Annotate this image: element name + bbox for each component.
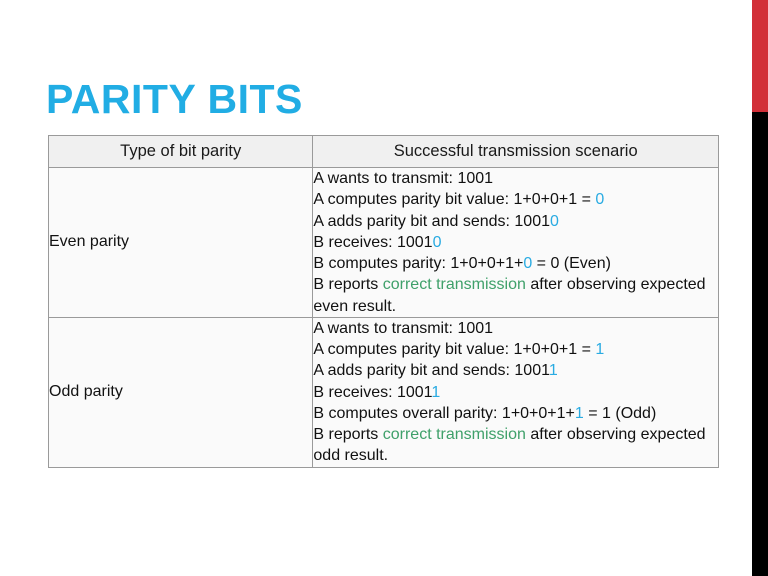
scenario-line: A adds parity bit and sends: 10011 — [313, 360, 718, 381]
column-header-scenario: Successful transmission scenario — [312, 135, 719, 168]
column-header-type: Type of bit parity — [47, 135, 314, 168]
parity-comparison-table: Type of bit parity Successful transmissi… — [47, 135, 719, 468]
scenario-line: A wants to transmit: 1001 — [313, 318, 718, 339]
scenario-text: A computes parity bit value: 1+0+0+1 = — [313, 191, 596, 209]
scenario-text: B reports — [313, 426, 383, 444]
scenario-text: B receives: 1001 — [313, 383, 432, 401]
correct-transmission-text: correct transmission — [382, 276, 526, 294]
scenario-text: B computes overall parity: 1+0+0+1+ — [313, 404, 575, 422]
scenario-line: B computes overall parity: 1+0+0+1+1 = 1… — [313, 403, 718, 424]
scenario-line: A adds parity bit and sends: 10010 — [313, 211, 718, 232]
scenario-line: B receives: 10010 — [313, 232, 718, 253]
scenario-line: B receives: 10011 — [313, 382, 718, 403]
scenario-line: A computes parity bit value: 1+0+0+1 = 1 — [313, 339, 718, 360]
scenario-text: B computes parity: 1+0+0+1+ — [313, 255, 524, 273]
table-header-row: Type of bit parity Successful transmissi… — [47, 135, 719, 168]
scenario-line: B reports correct transmission after obs… — [313, 274, 718, 317]
decorative-red-bar — [752, 0, 768, 112]
parity-bit-value: 0 — [523, 255, 533, 273]
scenario-text: after observing expected odd result. — [313, 426, 706, 465]
scenario-text: = 1 (Odd) — [583, 404, 657, 422]
scenario-line: B reports correct transmission after obs… — [313, 424, 718, 467]
parity-bit-value: 0 — [432, 233, 442, 251]
scenario-text: B receives: 1001 — [313, 233, 433, 251]
parity-bit-value: 0 — [595, 191, 605, 209]
decorative-black-bar — [752, 112, 768, 576]
scenario-text: B reports — [313, 276, 383, 294]
parity-type-label: Even parity — [47, 167, 314, 318]
scenario-line: A computes parity bit value: 1+0+0+1 = 0 — [313, 189, 718, 210]
scenario-line: A wants to transmit: 1001 — [313, 168, 718, 189]
transmission-scenario-cell: A wants to transmit: 1001 A computes pari… — [312, 316, 719, 468]
transmission-scenario-cell: A wants to transmit: 1001 A computes pari… — [312, 167, 719, 318]
parity-bit-value: 0 — [550, 212, 559, 230]
page-title: PARITY BITS — [46, 76, 303, 122]
scenario-text: A computes parity bit value: 1+0+0+1 = — [313, 341, 596, 359]
table-header: Type of bit parity Successful transmissi… — [47, 135, 719, 168]
scenario-text: after observing expected even result. — [313, 276, 706, 315]
parity-bit-value: 1 — [595, 341, 605, 359]
scenario-text: = 0 (Even) — [532, 255, 611, 273]
scenario-line: B computes parity: 1+0+0+1+0 = 0 (Even) — [313, 253, 718, 274]
scenario-text: A wants to transmit: 1001 — [313, 319, 494, 337]
scenario-text: A adds parity bit and sends: 1001 — [313, 212, 550, 230]
parity-type-label: Odd parity — [47, 316, 314, 468]
parity-bit-value: 1 — [574, 404, 584, 422]
parity-bit-value: 1 — [431, 383, 441, 401]
correct-transmission-text: correct transmission — [382, 426, 526, 444]
scenario-text: A adds parity bit and sends: 1001 — [313, 362, 549, 380]
scenario-text: A wants to transmit: 1001 — [313, 170, 494, 187]
parity-bit-value: 1 — [548, 362, 558, 380]
